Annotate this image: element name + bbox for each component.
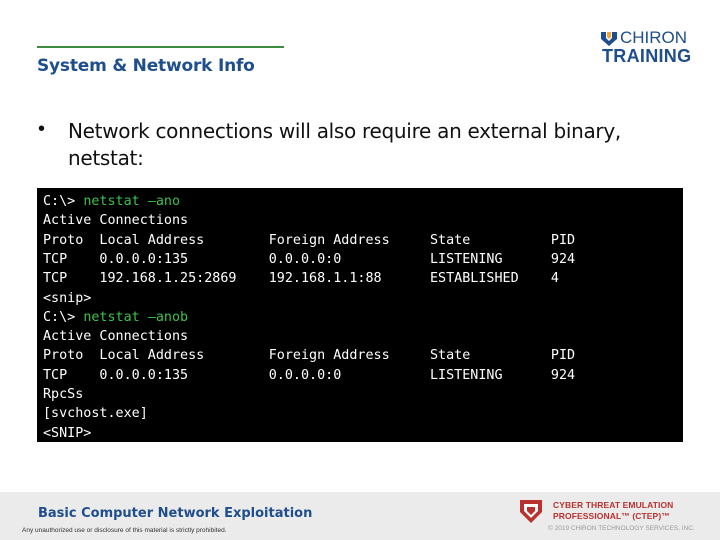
legal-notice: Any unauthorized use or disclosure of th…	[22, 527, 227, 534]
bullet-text: Network connections will also require an…	[68, 119, 621, 170]
terminal-text: Proto Local Address Foreign Address Stat…	[43, 348, 576, 364]
course-title: Basic Computer Network Exploitation	[38, 506, 313, 521]
terminal-line: [svchost.exe]	[43, 404, 148, 423]
terminal-line: TCP 0.0.0.0:135 0.0.0.0:0 LISTENING 924	[43, 366, 575, 385]
copyright-notice: © 2019 CHIRON TECHNOLOGY SERVICES, INC.	[548, 525, 695, 532]
terminal-line: Proto Local Address Foreign Address Stat…	[43, 346, 575, 365]
footer-band	[0, 492, 720, 540]
terminal-text: TCP 192.168.1.25:2869 192.168.1.1:88 EST…	[43, 271, 559, 287]
terminal-text: Proto Local Address Foreign Address Stat…	[43, 232, 576, 248]
terminal-line: C:\> netstat –ano	[43, 192, 180, 211]
terminal-prompt: C:\>	[43, 194, 84, 209]
terminal-text: Active Connections	[43, 329, 189, 345]
header-rule	[37, 46, 284, 48]
terminal-text: TCP 0.0.0.0:135 0.0.0.0:0 LISTENING 924	[43, 251, 576, 267]
terminal-text: [svchost.exe]	[43, 406, 148, 422]
terminal-line: TCP 0.0.0.0:135 0.0.0.0:0 LISTENING 924	[43, 250, 575, 269]
terminal-line: <SNIP>	[43, 424, 91, 443]
terminal-line: <snip>	[43, 289, 91, 308]
logo-wordmark-bottom: TRAINING	[602, 46, 692, 66]
terminal-line: RpcSs	[43, 385, 83, 404]
chiron-logo: CHIRON TRAINING	[600, 28, 692, 68]
page-title: System & Network Info	[37, 56, 255, 76]
ctep-emblem-icon	[520, 500, 542, 523]
terminal-text: <snip>	[43, 290, 92, 306]
terminal-line: TCP 192.168.1.25:2869 192.168.1.1:88 EST…	[43, 269, 559, 288]
terminal-line: Proto Local Address Foreign Address Stat…	[43, 231, 575, 250]
terminal-text: <SNIP>	[43, 425, 92, 441]
logo-wordmark-top: CHIRON	[620, 28, 688, 47]
bullet-dot-icon: •	[38, 118, 46, 140]
ctep-title-line1: CYBER THREAT EMULATION	[553, 500, 674, 510]
terminal-command: netstat –anob	[83, 309, 189, 325]
terminal-text: TCP 0.0.0.0:135 0.0.0.0:0 LISTENING 924	[43, 367, 576, 383]
ctep-title-line2: PROFESSIONAL™ (CTEP)™	[553, 511, 670, 521]
terminal-text: Active Connections	[43, 213, 189, 229]
terminal-line: C:\> netstat –anob	[43, 308, 188, 327]
terminal-line: Active Connections	[43, 327, 188, 346]
chiron-shield-icon	[601, 32, 617, 46]
terminal-command: netstat –ano	[83, 194, 181, 209]
terminal-prompt: C:\>	[43, 309, 84, 325]
terminal-line: Active Connections	[43, 211, 188, 230]
terminal-text: RpcSs	[43, 387, 84, 402]
